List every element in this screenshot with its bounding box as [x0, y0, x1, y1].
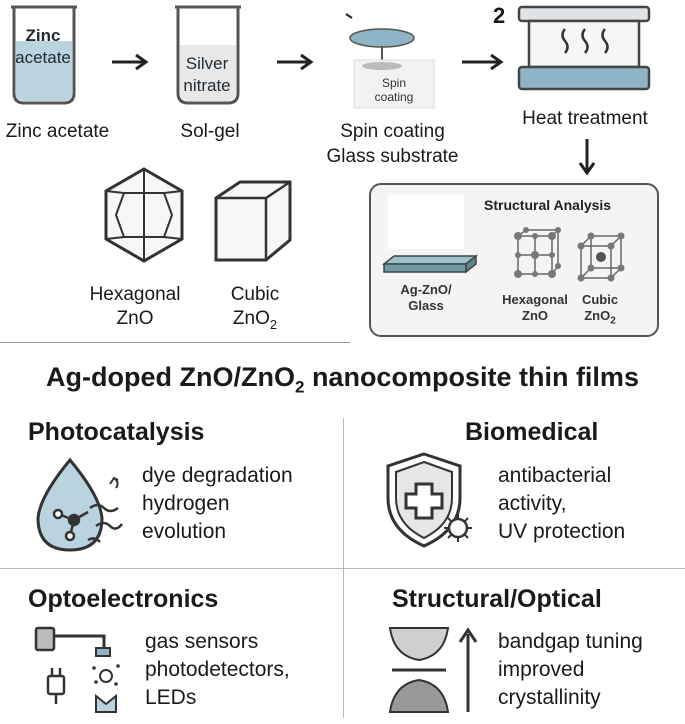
beaker-icon	[11, 5, 77, 105]
sol-gel-label: Sol-gel	[180, 121, 240, 142]
arrow-right-icon	[277, 53, 314, 71]
sa-hexagonal-label-line2: ZnO	[522, 308, 548, 323]
blank-chart-area	[388, 195, 464, 249]
beaker-label-line2: nitrate	[183, 76, 231, 95]
optoelectronics-title: Optoelectronics	[28, 585, 219, 613]
ag-zno-film-label-line2: Glass	[408, 298, 444, 313]
hexagonal-lattice-icon	[514, 227, 561, 278]
biomedical-line1: antibacterial	[498, 464, 612, 487]
spin-coating-inner-line1: Spin	[381, 76, 407, 90]
structural-optical-line3: crystallinity	[498, 686, 601, 709]
hexagonal-crystal-icon	[104, 167, 184, 263]
beaker-label-line1: Zinc	[25, 26, 61, 45]
photocatalysis-line3: evolution	[142, 520, 227, 543]
arrow-right-icon	[112, 53, 149, 71]
structural-optical-line1: bandgap tuning	[498, 630, 643, 653]
optoelectronics-line2: photodetectors,	[145, 658, 290, 681]
zinc-acetate-label: Zinc acetate	[5, 121, 110, 142]
step-number: 2	[493, 3, 506, 28]
cubic-zno2-label-line1: Cubic	[230, 284, 280, 305]
water-drop-molecule-icon	[36, 457, 123, 552]
section-divider	[0, 342, 350, 343]
glass-film-icon	[381, 254, 479, 274]
sa-cubic-label-line2: ZnO2	[584, 308, 616, 327]
optoelectronics-line3: LEDs	[145, 686, 197, 709]
structural-optical-title: Structural/Optical	[392, 585, 602, 613]
spin-coating-label: Spin coating	[340, 121, 445, 142]
hexagonal-zno-label-line2: ZnO	[116, 308, 154, 329]
beaker-icon	[175, 5, 241, 105]
photocatalysis-line1: dye degradation	[142, 464, 293, 487]
furnace-icon	[517, 5, 651, 91]
cubic-crystal-icon	[214, 180, 292, 262]
photocatalysis-line2: hydrogen	[142, 492, 230, 515]
arrow-right-icon	[462, 53, 504, 71]
cubic-lattice-icon	[577, 232, 625, 282]
hexagonal-zno-label-line1: Hexagonal	[89, 284, 181, 305]
grid-horizontal-divider	[0, 568, 685, 569]
silver-nitrate-beaker: Silver nitrate	[172, 5, 242, 105]
spin-coating-inner-line2: coating	[374, 90, 414, 104]
shield-cross-icon	[386, 452, 472, 548]
arrow-down-icon	[578, 139, 596, 176]
cubic-zno2-label-line2: ZnO2	[232, 308, 278, 332]
heat-treatment-label: Heat treatment	[522, 108, 648, 129]
zinc-acetate-beaker: Zinc acetate	[8, 5, 78, 105]
biomedical-line3: UV protection	[498, 520, 626, 543]
bandgap-lens-arrow-icon	[388, 627, 478, 713]
beaker-label-line1: Silver	[185, 54, 229, 73]
optoelectronics-line1: gas sensors	[145, 630, 259, 653]
sa-cubic-label-line1: Cubic	[581, 292, 619, 307]
biomedical-line2: activity,	[498, 492, 567, 515]
photocatalysis-title: Photocatalysis	[28, 418, 205, 446]
structural-optical-line2: improved	[498, 658, 585, 681]
glass-substrate-label: Glass substrate	[326, 146, 459, 167]
ag-zno-film-label-line1: Ag-ZnO/	[400, 282, 452, 297]
sa-hexagonal-label-line1: Hexagonal	[502, 292, 568, 307]
spin-coater: Spin coating	[332, 10, 442, 110]
structural-analysis-title: Structural Analysis	[484, 197, 612, 213]
spin-coater-icon	[345, 13, 435, 109]
main-title: Ag-doped ZnO/ZnO2 nanocomposite thin fil…	[46, 362, 639, 397]
biomedical-title: Biomedical	[465, 418, 599, 446]
sensor-plug-led-icon	[34, 626, 120, 713]
beaker-label-line2: acetate	[15, 48, 71, 67]
